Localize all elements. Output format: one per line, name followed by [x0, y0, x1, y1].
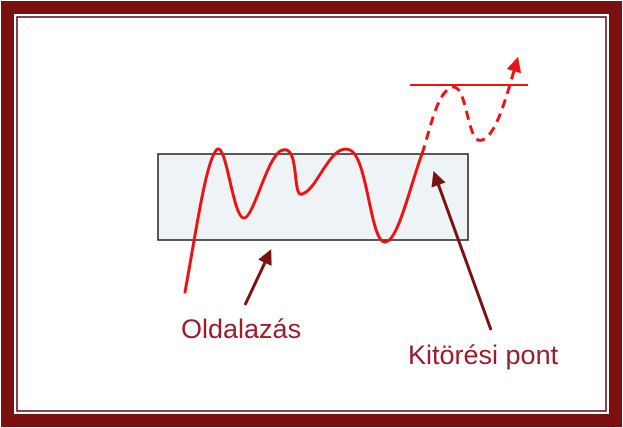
sideways-arrow	[243, 249, 272, 306]
inner-frame	[16, 16, 607, 412]
sideways-label: Oldalazás	[181, 314, 302, 344]
range-box	[157, 153, 469, 241]
price-path	[183, 147, 424, 294]
breakout-point-label: Kitörési pont	[408, 340, 559, 370]
breakout-path	[420, 56, 522, 155]
breakout-arrow	[431, 170, 493, 331]
